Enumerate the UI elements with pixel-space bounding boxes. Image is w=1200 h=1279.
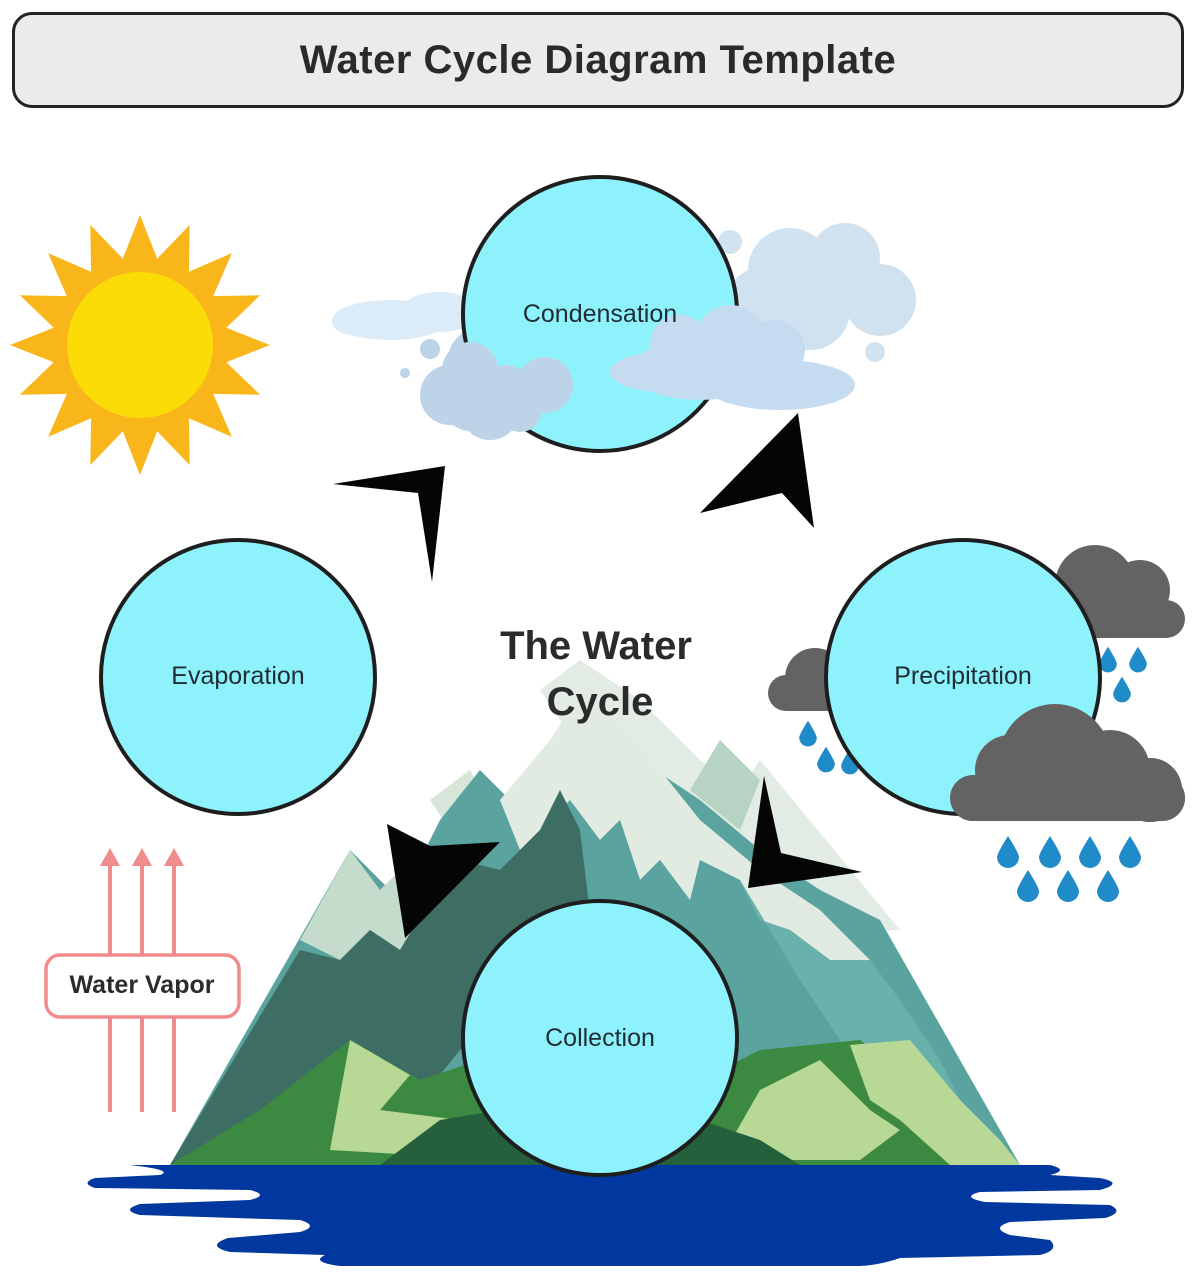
- raindrop-icon: [1017, 870, 1039, 902]
- raindrop-icon: [1057, 870, 1079, 902]
- diagram-title: Water Cycle Diagram Template: [299, 37, 897, 82]
- raindrop-icon: [817, 746, 835, 773]
- raindrop-icon: [1079, 836, 1101, 868]
- raindrop-icon: [997, 836, 1019, 868]
- stage-evaporation: Evaporation: [99, 538, 377, 816]
- collection-label: Collection: [545, 1024, 655, 1052]
- raindrop-icon: [841, 748, 859, 775]
- raindrop-icon: [1099, 646, 1117, 673]
- stage-precipitation: Precipitation: [824, 538, 1185, 822]
- evaporation-label: Evaporation: [171, 662, 304, 690]
- raindrop-icon: [1097, 870, 1119, 902]
- water-vapor-label: Water Vapor: [70, 971, 215, 999]
- arrow-evaporation-to-condensation: [333, 466, 445, 582]
- raindrop-icon: [1113, 676, 1131, 703]
- arrow-collection-to-evaporation: [387, 824, 500, 938]
- precipitation-label: Precipitation: [894, 662, 1032, 690]
- center-title-line-1: The Water: [500, 624, 692, 668]
- raindrop-icon: [1119, 836, 1141, 868]
- water-body-illustration: [87, 1165, 1117, 1266]
- raindrop-icon: [1129, 646, 1147, 673]
- stage-condensation: Condensation: [442, 175, 855, 453]
- condensation-label: Condensation: [523, 300, 677, 328]
- raindrop-icon: [799, 720, 817, 747]
- arrow-precipitation-to-collection: [748, 776, 862, 888]
- cycle-arrows: [333, 413, 862, 938]
- raindrop-icon: [1039, 836, 1061, 868]
- center-title: The Water Cycle: [500, 624, 692, 724]
- center-title-line-2: Cycle: [547, 680, 654, 724]
- arrow-condensation-to-precipitation: [700, 413, 814, 528]
- stage-collection: Collection: [461, 899, 739, 1177]
- title-banner: Water Cycle Diagram Template: [12, 12, 1184, 108]
- sun-icon: [10, 215, 270, 475]
- water-vapor-box: Water Vapor: [44, 953, 241, 1019]
